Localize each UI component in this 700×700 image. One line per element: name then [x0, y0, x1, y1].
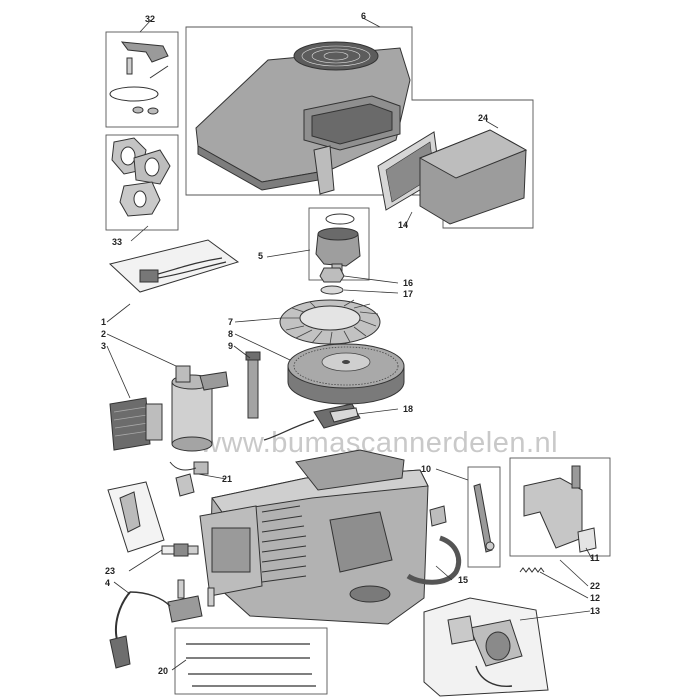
callout-7: 7 [228, 317, 233, 327]
box-part-10 [467, 466, 501, 568]
callout-2: 2 [101, 329, 106, 339]
part-32-lever [109, 41, 169, 115]
callout-3: 3 [101, 341, 106, 351]
part-12-spring [519, 567, 545, 573]
callout-15: 15 [458, 575, 468, 585]
callout-8: 8 [228, 329, 233, 339]
engine-block [199, 449, 429, 625]
part-9-dipstick [245, 351, 261, 419]
part-21-brackets [169, 461, 209, 497]
callout-32: 32 [145, 14, 155, 24]
callout-14: 14 [398, 220, 408, 230]
box-part-20 [174, 627, 328, 695]
part-18-ignition-coil [263, 403, 361, 441]
part-1-wiring-harness [108, 239, 240, 293]
part-2-starter-motor [171, 365, 229, 452]
box-part-33 [105, 134, 179, 231]
part-13-carburettor [423, 597, 549, 697]
part-5-intake-elbow [315, 213, 361, 273]
box-part-32 [105, 31, 179, 128]
part-10-throttle-link [429, 483, 495, 553]
box-part-6 [185, 26, 534, 229]
part-4-plug-lead [109, 579, 215, 669]
callout-10: 10 [421, 464, 431, 474]
callout-11: 11 [590, 553, 600, 563]
callout-1: 1 [101, 317, 106, 327]
part-15-fuel-hose [406, 535, 462, 585]
part-22-bracket [523, 465, 597, 553]
part-20-wires [186, 643, 316, 687]
part-3-regulator [109, 397, 163, 451]
part-23-spark-plug [161, 543, 199, 557]
callout-18: 18 [403, 404, 413, 414]
part-8-flywheel [287, 343, 405, 405]
callout-23: 23 [105, 566, 115, 576]
callout-12: 12 [590, 593, 600, 603]
side-plate-left [107, 481, 165, 553]
callout-16: 16 [403, 278, 413, 288]
part-16-17-nut-washer [319, 267, 345, 295]
callout-4: 4 [105, 578, 110, 588]
callout-33: 33 [112, 237, 122, 247]
callout-21: 21 [222, 474, 232, 484]
callout-9: 9 [228, 341, 233, 351]
callout-6: 6 [361, 11, 366, 21]
part-7-fan [279, 299, 381, 345]
box-part-22 [509, 457, 611, 557]
callout-24: 24 [478, 113, 488, 123]
callout-20: 20 [158, 666, 168, 676]
part-33-gaskets [111, 137, 171, 217]
callout-5: 5 [258, 251, 263, 261]
callout-17: 17 [403, 289, 413, 299]
callout-labels: 32 6 24 14 33 5 16 17 1 2 3 7 8 9 18 10 … [101, 11, 600, 676]
leader-lines [106, 17, 593, 671]
callout-22: 22 [590, 581, 600, 591]
callout-13: 13 [590, 606, 600, 616]
part-6-blower-housing [195, 41, 411, 195]
part-24-filter-cover [418, 129, 528, 225]
